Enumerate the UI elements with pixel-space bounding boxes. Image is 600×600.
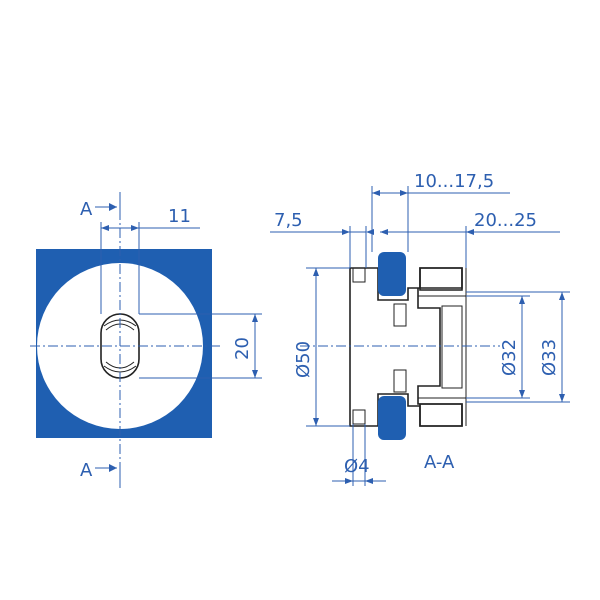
screw-top-inner [393,303,407,327]
section-view: 10...17,5 7,5 20...25 Ø50 Ø32 [270,171,570,486]
dim-height: 20 [232,337,253,360]
dim-diameter-outer: Ø50 [293,341,314,378]
dim-diameter-inner1: Ø32 [499,339,520,376]
blue-pin-top [378,252,406,296]
body-section [349,267,463,427]
dim-width: 11 [168,206,191,227]
front-view: A A 11 20 [30,192,262,488]
section-label: A-A [424,452,455,473]
screw-top-left [352,267,366,283]
dim-right: 20...25 [474,210,537,231]
dim-top: 10...17,5 [414,171,494,192]
screw-bottom-left [352,409,366,425]
section-marker-bottom: A [80,460,93,481]
cap-right [419,267,463,291]
inner-cavity [441,305,463,389]
screw-bottom-inner [393,369,407,393]
blue-pin-bottom [378,396,406,440]
dim-left: 7,5 [274,210,303,231]
dim-diameter-inner2: Ø33 [539,339,560,376]
section-marker-top: A [80,199,93,220]
cap-right-bottom [419,403,463,427]
dim-bottom: Ø4 [344,456,370,477]
